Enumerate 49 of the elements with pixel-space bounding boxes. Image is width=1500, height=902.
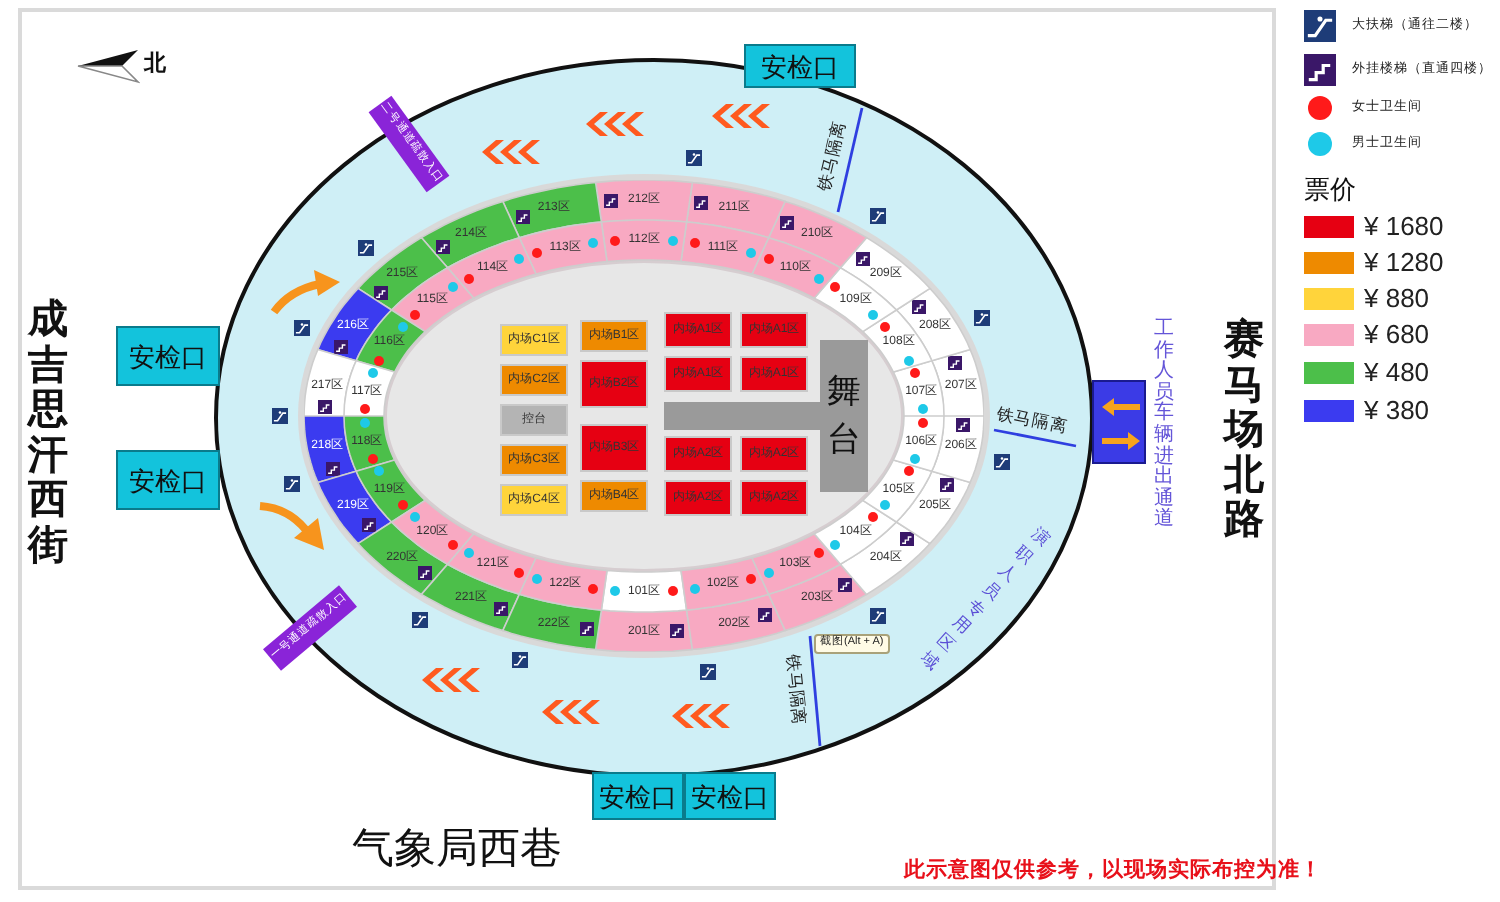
floor-block [500, 444, 568, 476]
floor-block [664, 436, 732, 472]
floor-block [664, 356, 732, 392]
gate-box [744, 44, 856, 88]
floor-block [500, 484, 568, 516]
floor-block [580, 424, 648, 472]
street-name: 气象局西巷 [352, 828, 562, 870]
seating-section [344, 360, 396, 416]
barrier-label: 铁马隔离 [995, 404, 1069, 436]
gate-box [116, 450, 220, 510]
floor-block [740, 436, 808, 472]
street-name: 赛马场北路 [1224, 316, 1264, 542]
gate-box [116, 326, 220, 386]
stage-label: 舞台 [827, 370, 861, 462]
street-name: 成吉思汗西街 [28, 296, 68, 568]
legend-label: ¥ 380 [1364, 397, 1430, 423]
gate-label: 安检口 [691, 783, 769, 809]
floor-block [740, 480, 808, 516]
gate-label: 安检口 [129, 467, 207, 493]
legend-label: ¥ 1680 [1364, 213, 1444, 239]
barrier-label: 铁马隔离 [815, 119, 849, 193]
floor-block [500, 324, 568, 356]
zone-label: 演职人员专用区域 [914, 523, 1054, 677]
floor-block [580, 360, 648, 408]
gate-label: 安检口 [599, 783, 677, 809]
gate-box [592, 772, 684, 820]
legend-heading: 票价 [1304, 176, 1356, 202]
legend-label: ¥ 680 [1364, 321, 1430, 347]
legend-label: ¥ 1280 [1364, 249, 1444, 275]
gate-label: 安检口 [129, 343, 207, 369]
gate-label: 安检口 [761, 53, 839, 79]
floor-block [664, 480, 732, 516]
barrier-label: 铁马隔离 [783, 653, 809, 727]
vertical-caption: 工作人员车辆进出通道 [1154, 320, 1174, 532]
legend-label: ¥ 480 [1364, 359, 1430, 385]
north-label: 北 [144, 54, 166, 76]
floor-block [580, 480, 648, 512]
gate-box [1092, 380, 1146, 464]
floor-block [500, 364, 568, 396]
floor-block [664, 312, 732, 348]
floor-block [580, 320, 648, 352]
gate-box [684, 772, 776, 820]
disclaimer-note: 此示意图仅供参考，以现场实际布控为准！ [904, 860, 1322, 881]
floor-block [500, 404, 568, 436]
legend-label: ¥ 880 [1364, 285, 1430, 311]
seating-section [518, 556, 608, 612]
stage [664, 340, 868, 492]
floor-block [740, 312, 808, 348]
floor-block [740, 356, 808, 392]
